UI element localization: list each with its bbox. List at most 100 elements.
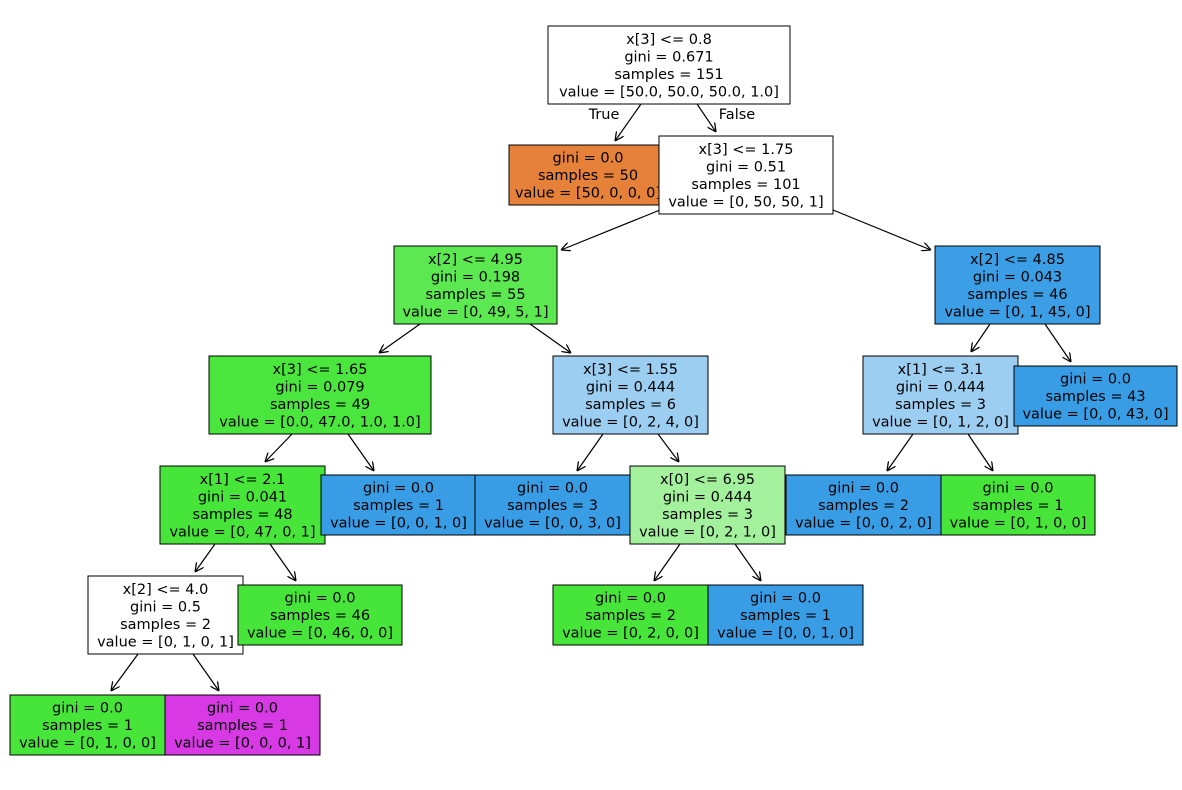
tree-edge-n0-n2 xyxy=(696,103,716,132)
tree-node-line: samples = 55 xyxy=(425,287,525,303)
tree-node-line: samples = 2 xyxy=(120,617,211,633)
tree-node-line: gini = 0.0 xyxy=(553,151,624,167)
tree-edge-n6-n7 xyxy=(111,653,139,691)
tree-node-line: samples = 46 xyxy=(270,608,370,624)
tree-edge-n13-n15 xyxy=(734,543,761,581)
tree-node-line: x[1] <= 2.1 xyxy=(200,472,286,488)
tree-node-line: gini = 0.0 xyxy=(983,481,1054,497)
tree-node-box xyxy=(393,245,558,325)
tree-node-box xyxy=(87,575,244,655)
tree-node-line: samples = 3 xyxy=(895,397,986,413)
tree-node-line: samples = 1 xyxy=(740,608,831,624)
tree-node-line: value = [50.0, 50.0, 50.0, 1.0] xyxy=(559,84,779,100)
tree-edge-n0-n1 xyxy=(615,103,642,141)
tree-node-line: value = [0, 0, 3, 0] xyxy=(484,516,621,532)
tree-node-box xyxy=(474,474,631,536)
tree-node-box xyxy=(785,474,942,536)
tree-node-line: value = [0, 2, 4, 0] xyxy=(562,414,699,430)
tree-node-line: gini = 0.51 xyxy=(706,159,786,175)
tree-node-line: gini = 0.0 xyxy=(595,591,666,607)
tree-node-line: samples = 48 xyxy=(192,507,292,523)
tree-node-line: gini = 0.0 xyxy=(828,481,899,497)
tree-node-line: samples = 6 xyxy=(585,397,676,413)
tree-node-line: samples = 1 xyxy=(353,498,444,514)
tree-node-line: samples = 49 xyxy=(270,397,370,413)
tree-node-line: gini = 0.0 xyxy=(207,701,278,717)
edge-label-false: False xyxy=(719,107,755,123)
tree-node-box xyxy=(508,144,668,206)
tree-node-box xyxy=(164,694,321,756)
tree-node-line: samples = 3 xyxy=(662,507,753,523)
tree-edge-n3-n11 xyxy=(529,323,571,353)
tree-node-line: gini = 0.0 xyxy=(52,701,123,717)
tree-node-box xyxy=(707,584,864,646)
tree-node-box xyxy=(1013,365,1178,427)
tree-node-line: samples = 2 xyxy=(585,608,676,624)
tree-edge-n16-n17 xyxy=(971,323,991,352)
tree-edge-n11-n13 xyxy=(657,433,679,462)
tree-edge-n5-n6 xyxy=(195,543,216,572)
tree-edge-n3-n4 xyxy=(379,323,421,353)
tree-node-line: value = [0, 0, 1, 0] xyxy=(717,626,854,642)
tree-node-line: x[3] <= 1.65 xyxy=(273,362,368,378)
tree-node-line: gini = 0.444 xyxy=(896,379,985,395)
tree-node-line: value = [0, 1, 45, 0] xyxy=(944,304,1090,320)
tree-node-line: samples = 2 xyxy=(818,498,909,514)
tree-node-line: gini = 0.5 xyxy=(130,599,201,615)
tree-node-box xyxy=(320,474,477,536)
tree-node-box xyxy=(208,355,432,435)
tree-node-line: samples = 3 xyxy=(507,498,598,514)
tree-node-box xyxy=(159,465,326,545)
tree-node-line: gini = 0.198 xyxy=(431,269,520,285)
tree-edge-n11-n12 xyxy=(577,433,604,471)
tree-node-line: gini = 0.0 xyxy=(517,481,588,497)
tree-node-line: value = [50, 0, 0, 0] xyxy=(515,186,661,202)
tree-node-line: value = [0, 1, 0, 0] xyxy=(950,516,1087,532)
tree-node-line: samples = 101 xyxy=(691,177,800,193)
tree-node-line: value = [0, 0, 1, 0] xyxy=(330,516,467,532)
tree-node-line: gini = 0.041 xyxy=(198,489,287,505)
tree-edge-n2-n16 xyxy=(832,209,931,250)
tree-node-line: value = [0, 1, 0, 1] xyxy=(97,634,234,650)
tree-node-line: value = [0, 0, 0, 1] xyxy=(174,736,311,752)
tree-edge-n13-n14 xyxy=(654,543,681,581)
tree-node-line: gini = 0.0 xyxy=(363,481,434,497)
tree-node-line: value = [0, 50, 50, 1] xyxy=(668,194,823,210)
tree-node-line: x[1] <= 3.1 xyxy=(898,362,984,378)
tree-node-line: value = [0, 47, 0, 1] xyxy=(169,524,315,540)
tree-edge-n2-n3 xyxy=(561,209,661,250)
tree-node-line: value = [0, 0, 43, 0] xyxy=(1022,407,1168,423)
tree-node-line: gini = 0.043 xyxy=(973,269,1062,285)
tree-node-line: gini = 0.444 xyxy=(586,379,675,395)
tree-node-line: gini = 0.0 xyxy=(1060,372,1131,388)
tree-node-box xyxy=(940,474,1096,536)
tree-edge-n6-n8 xyxy=(192,653,219,691)
tree-node-line: gini = 0.671 xyxy=(624,49,713,65)
tree-node-line: samples = 50 xyxy=(538,168,638,184)
tree-node-line: value = [0, 0, 2, 0] xyxy=(795,516,932,532)
tree-edge-n5-n9 xyxy=(269,543,296,581)
tree-node-box xyxy=(547,25,791,105)
tree-node-line: x[3] <= 1.75 xyxy=(699,142,794,158)
tree-edge-n17-n19 xyxy=(967,433,993,471)
tree-edge-n17-n18 xyxy=(887,433,914,471)
tree-node-line: x[2] <= 4.0 xyxy=(123,582,209,598)
tree-node-line: x[2] <= 4.85 xyxy=(970,252,1065,268)
tree-node-line: samples = 1 xyxy=(42,718,133,734)
tree-node-line: x[3] <= 1.55 xyxy=(583,362,678,378)
